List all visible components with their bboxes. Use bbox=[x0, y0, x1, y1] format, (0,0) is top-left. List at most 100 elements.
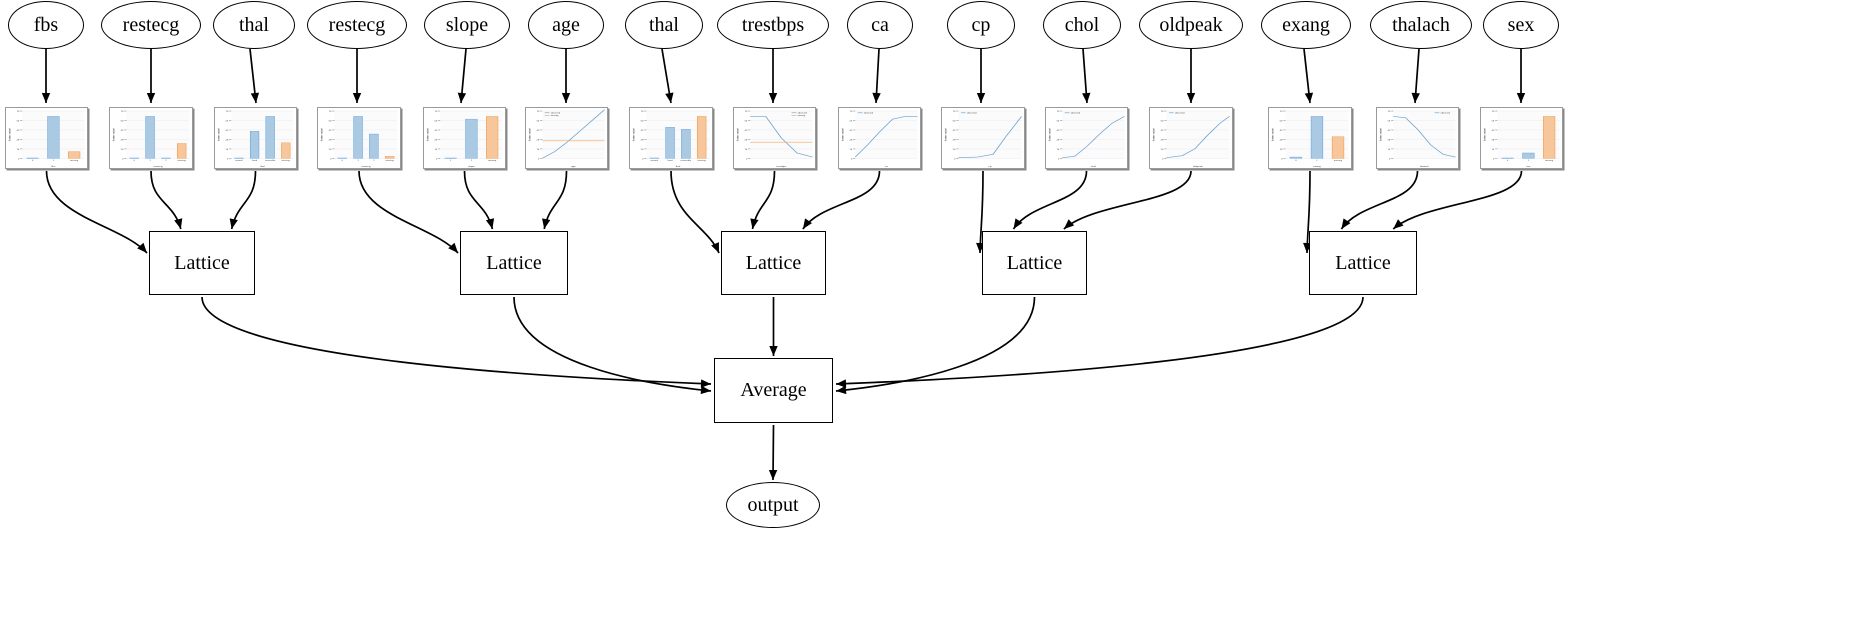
output-node[interactable]: output bbox=[726, 482, 820, 528]
feature-node-sex[interactable]: sex bbox=[1483, 1, 1559, 49]
svg-text:0: 0 bbox=[1493, 158, 1495, 160]
lattice-node[interactable]: Lattice bbox=[460, 231, 568, 295]
svg-text:feature output: feature output bbox=[736, 128, 739, 141]
svg-text:thal: thal bbox=[676, 165, 681, 168]
svg-text:14: 14 bbox=[1387, 149, 1391, 151]
average-node-label: Average bbox=[740, 379, 807, 401]
svg-text:14: 14 bbox=[953, 149, 957, 151]
svg-text:feature output: feature output bbox=[1379, 128, 1382, 141]
lattice-node[interactable]: Lattice bbox=[1309, 231, 1417, 295]
arrowhead bbox=[1341, 218, 1351, 229]
svg-text:42: 42 bbox=[1280, 130, 1284, 132]
edge bbox=[201, 296, 712, 385]
svg-text:28: 28 bbox=[434, 139, 438, 141]
svg-text:reversible: reversible bbox=[265, 159, 276, 162]
svg-text:observed: observed bbox=[967, 113, 976, 115]
feature-node-restecg[interactable]: restecg bbox=[307, 1, 407, 49]
feature-node-slope[interactable]: slope bbox=[424, 1, 510, 49]
arrowhead bbox=[250, 92, 260, 103]
feature-node-fbs[interactable]: fbs bbox=[8, 1, 84, 49]
svg-text:2: 2 bbox=[373, 160, 375, 162]
svg-text:1: 1 bbox=[1316, 160, 1318, 162]
svg-text:missing: missing bbox=[70, 160, 79, 162]
feature-node-thal[interactable]: thal bbox=[625, 1, 703, 49]
svg-text:0: 0 bbox=[1507, 160, 1509, 162]
lattice-node[interactable]: Lattice bbox=[982, 231, 1087, 295]
feature-node-age[interactable]: age bbox=[528, 1, 604, 49]
svg-text:fixed: fixed bbox=[667, 160, 673, 162]
svg-text:56: 56 bbox=[121, 121, 125, 123]
feature-node-chol[interactable]: chol bbox=[1043, 1, 1121, 49]
svg-text:56: 56 bbox=[434, 121, 438, 123]
svg-text:0: 0 bbox=[1295, 160, 1297, 162]
svg-text:70: 70 bbox=[434, 111, 438, 113]
svg-text:restecg: restecg bbox=[153, 165, 163, 168]
svg-text:70: 70 bbox=[953, 111, 957, 113]
svg-text:1: 1 bbox=[149, 160, 151, 162]
edge bbox=[1392, 170, 1523, 230]
feature-node-cp[interactable]: cp bbox=[947, 1, 1015, 49]
svg-text:56: 56 bbox=[1280, 121, 1284, 123]
svg-text:0: 0 bbox=[851, 158, 853, 160]
lattice-node-label: Lattice bbox=[486, 251, 542, 274]
feature-node-oldpeak[interactable]: oldpeak bbox=[1139, 1, 1243, 49]
svg-text:0: 0 bbox=[1058, 158, 1060, 160]
svg-text:reversible: reversible bbox=[681, 160, 693, 162]
svg-text:70: 70 bbox=[536, 111, 540, 113]
svg-text:42: 42 bbox=[1387, 130, 1391, 132]
feature-node-thalach[interactable]: thalach bbox=[1370, 1, 1472, 49]
svg-text:28: 28 bbox=[225, 139, 229, 141]
lattice-node-label: Lattice bbox=[174, 251, 230, 274]
feature-node-restecg[interactable]: restecg bbox=[101, 1, 201, 49]
lattice-node-label: Lattice bbox=[1335, 251, 1391, 274]
svg-text:42: 42 bbox=[1056, 130, 1060, 132]
svg-text:14: 14 bbox=[434, 149, 438, 151]
svg-text:56: 56 bbox=[641, 121, 645, 123]
feature-node-label: exang bbox=[1282, 13, 1330, 36]
arrowhead bbox=[768, 469, 778, 480]
svg-text:14: 14 bbox=[16, 149, 20, 151]
svg-text:70: 70 bbox=[1056, 111, 1060, 113]
svg-text:thal: thal bbox=[260, 165, 265, 168]
feature-node-trestbps[interactable]: trestbps bbox=[717, 1, 829, 49]
arrowhead bbox=[1304, 92, 1314, 103]
output-node-label: output bbox=[747, 493, 799, 516]
feature-node-thal[interactable]: thal bbox=[213, 1, 295, 49]
arrowhead bbox=[700, 379, 711, 388]
svg-text:0: 0 bbox=[642, 158, 644, 160]
svg-text:0: 0 bbox=[538, 158, 540, 160]
feature-node-label: ca bbox=[871, 13, 889, 36]
average-node[interactable]: Average bbox=[714, 358, 833, 423]
feature-node-ca[interactable]: ca bbox=[847, 1, 913, 49]
edge bbox=[1082, 48, 1088, 104]
lattice-node[interactable]: Lattice bbox=[149, 231, 255, 295]
svg-text:14: 14 bbox=[1491, 149, 1495, 151]
svg-text:fixed: fixed bbox=[252, 160, 258, 162]
svg-text:observed: observed bbox=[864, 112, 873, 115]
feature-node-exang[interactable]: exang bbox=[1261, 1, 1351, 49]
svg-text:28: 28 bbox=[1161, 140, 1165, 142]
svg-text:70: 70 bbox=[1491, 111, 1495, 113]
svg-text:0: 0 bbox=[227, 158, 229, 160]
edge bbox=[249, 48, 257, 104]
svg-text:feature output: feature output bbox=[632, 128, 635, 141]
svg-text:14: 14 bbox=[849, 149, 853, 151]
lattice-node[interactable]: Lattice bbox=[721, 231, 826, 295]
svg-text:28: 28 bbox=[1280, 140, 1284, 142]
